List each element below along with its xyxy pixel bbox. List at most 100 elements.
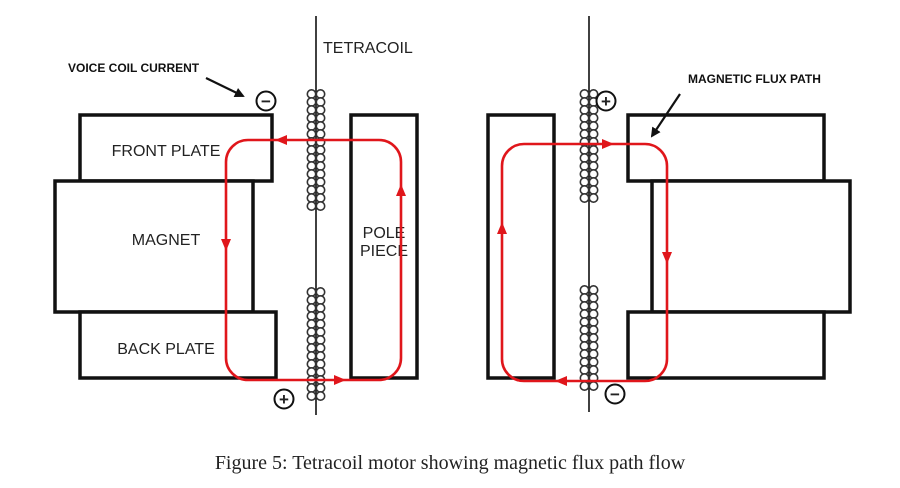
coil-winding — [579, 193, 590, 204]
coil-winding — [306, 105, 317, 116]
right-coil-windings-lower — [579, 284, 599, 391]
coil-winding — [306, 358, 317, 369]
left-flux-path — [224, 138, 403, 382]
coil-winding — [579, 105, 590, 116]
magnetic-flux-arrow — [650, 93, 681, 138]
coil-winding — [579, 113, 590, 124]
coil-winding — [579, 161, 590, 172]
coil-winding — [579, 185, 590, 196]
coil-winding — [306, 390, 317, 401]
left-pole-piece — [349, 113, 419, 380]
coil-winding — [306, 294, 317, 305]
coil-winding — [588, 113, 599, 124]
coil-winding — [315, 145, 326, 156]
right-pole-piece — [486, 113, 556, 380]
right-back-plate — [626, 310, 826, 380]
plus-symbol: + — [273, 388, 295, 410]
coil-winding — [306, 145, 317, 156]
coil-winding — [306, 302, 317, 313]
coil-winding — [315, 286, 326, 297]
right-coil-windings-upper — [579, 89, 599, 204]
left-coil-windings-upper — [306, 89, 326, 212]
coil-winding — [588, 332, 599, 343]
svg-text:+: + — [279, 390, 289, 409]
coil-winding — [579, 89, 590, 100]
svg-text:−: − — [261, 92, 271, 111]
coil-winding — [315, 334, 326, 345]
coil-winding — [588, 177, 599, 188]
coil-winding — [579, 121, 590, 132]
coil-winding — [579, 284, 590, 295]
coil-winding — [315, 113, 326, 124]
tetracoil-label: TETRACOIL — [323, 40, 413, 57]
minus-symbol: − — [604, 383, 626, 405]
coil-winding — [306, 342, 317, 353]
coil-winding — [306, 97, 317, 108]
coil-winding — [306, 350, 317, 361]
coil-winding — [579, 348, 590, 359]
coil-winding — [579, 145, 590, 156]
coil-winding — [306, 121, 317, 132]
coil-winding — [306, 89, 317, 100]
flux-arrow — [396, 184, 406, 196]
coil-winding — [306, 169, 317, 180]
right-magnet — [650, 179, 852, 314]
coil-winding — [579, 300, 590, 311]
voice-coil-current-label: VOICE COIL CURRENT — [68, 61, 200, 75]
pole-label: POLE — [363, 225, 406, 242]
coil-winding — [588, 316, 599, 327]
coil-winding — [315, 193, 326, 204]
coil-winding — [588, 193, 599, 204]
coil-winding — [588, 348, 599, 359]
coil-winding — [588, 121, 599, 132]
coil-winding — [579, 364, 590, 375]
coil-winding — [588, 356, 599, 367]
back-plate-label: BACK PLATE — [117, 341, 215, 358]
coil-winding — [588, 292, 599, 303]
svg-text:+: + — [601, 92, 611, 111]
coil-winding — [306, 185, 317, 196]
coil-winding — [315, 201, 326, 212]
coil-winding — [588, 169, 599, 180]
coil-winding — [306, 382, 317, 393]
left-back-plate — [78, 310, 278, 380]
magnet-label: MAGNET — [132, 232, 201, 249]
piece-label: PIECE — [360, 243, 408, 260]
coil-winding — [579, 324, 590, 335]
coil-winding — [306, 129, 317, 140]
coil-winding — [579, 169, 590, 180]
coil-winding — [315, 358, 326, 369]
coil-winding — [579, 308, 590, 319]
coil-winding — [315, 302, 326, 313]
flux-arrow — [662, 252, 672, 264]
coil-winding — [579, 340, 590, 351]
coil-winding — [588, 284, 599, 295]
flux-arrow — [555, 376, 567, 386]
flux-arrow — [221, 239, 231, 251]
coil-winding — [315, 294, 326, 305]
coil-winding — [588, 145, 599, 156]
coil-winding — [306, 286, 317, 297]
coil-winding — [315, 366, 326, 377]
coil-winding — [315, 89, 326, 100]
right-assembly: MAGNETIC FLUX PATH + − — [486, 16, 852, 412]
coil-winding — [588, 185, 599, 196]
minus-symbol: − — [255, 90, 277, 112]
coil-winding — [315, 105, 326, 116]
coil-winding — [315, 326, 326, 337]
coil-winding — [306, 334, 317, 345]
figure-caption: Figure 5: Tetracoil motor showing magnet… — [215, 452, 686, 474]
coil-winding — [306, 113, 317, 124]
coil-winding — [588, 105, 599, 116]
coil-winding — [315, 121, 326, 132]
coil-winding — [315, 97, 326, 108]
coil-winding — [315, 390, 326, 401]
coil-winding — [579, 356, 590, 367]
left-coil-windings-lower — [306, 286, 326, 401]
flux-arrow — [602, 139, 614, 149]
coil-winding — [579, 153, 590, 164]
coil-winding — [588, 129, 599, 140]
coil-winding — [315, 342, 326, 353]
flux-arrow — [275, 135, 287, 145]
coil-winding — [579, 177, 590, 188]
